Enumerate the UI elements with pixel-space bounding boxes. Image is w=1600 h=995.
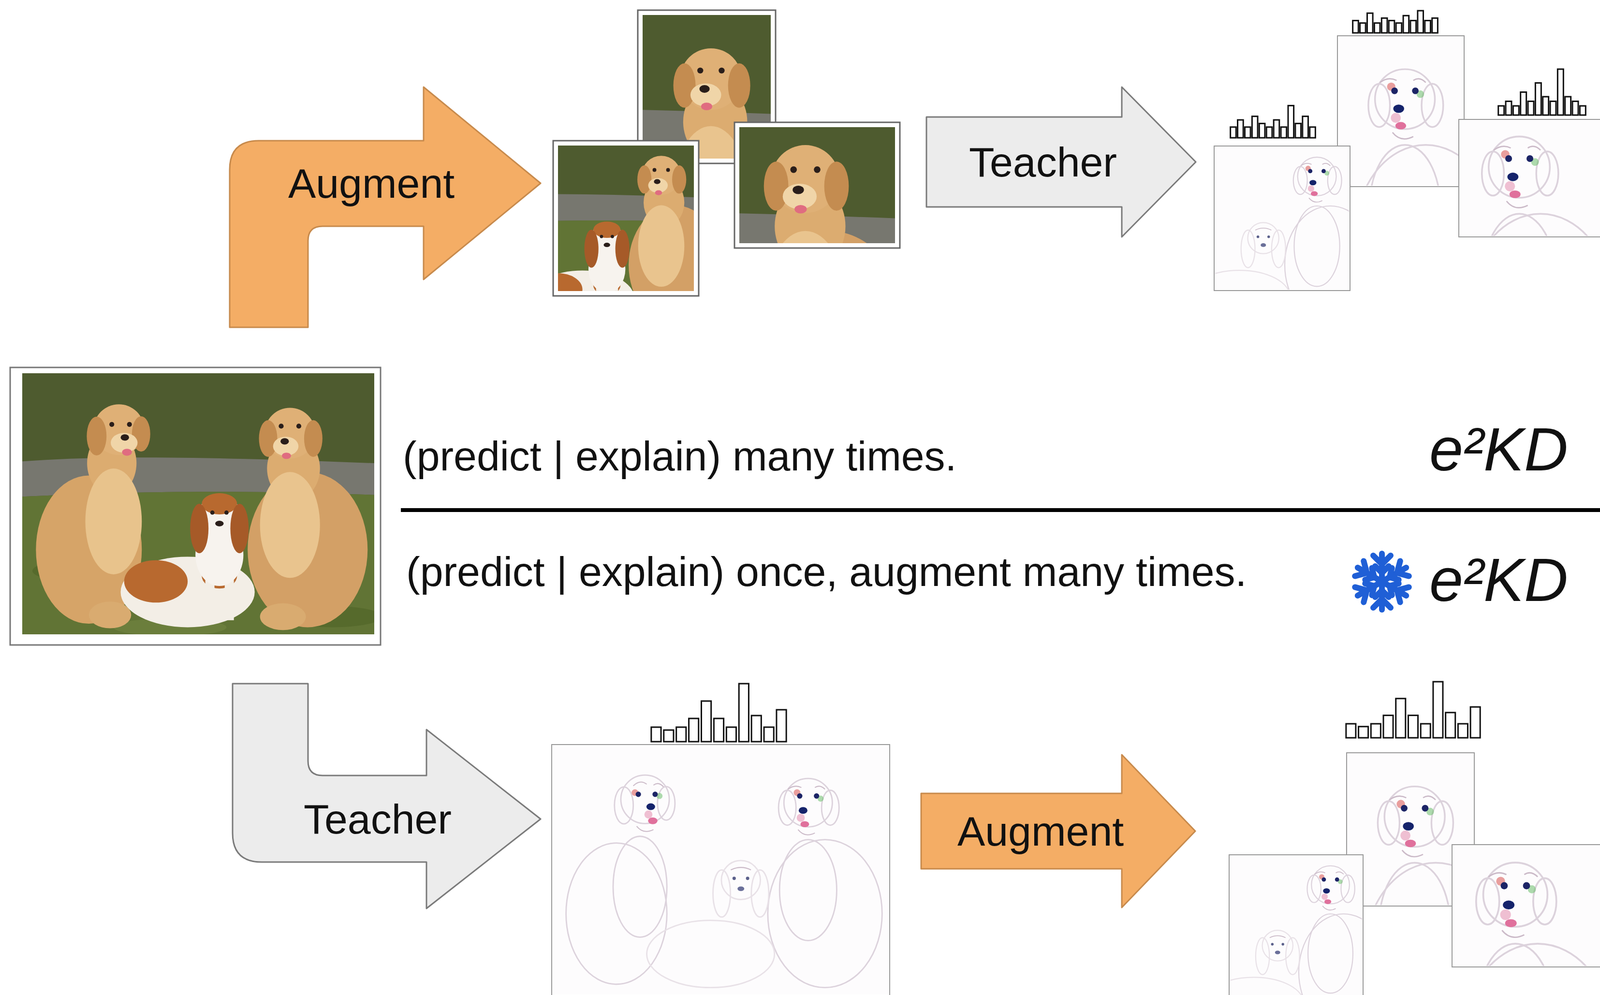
- histogram-bar: [1410, 20, 1417, 34]
- method-name: e²KD: [1429, 545, 1569, 616]
- histogram-bar: [1520, 92, 1527, 116]
- histogram-bar: [1470, 706, 1481, 738]
- histogram-bar: [1288, 105, 1294, 138]
- histogram-bar: [1388, 20, 1395, 34]
- explanation-map: [1196, 94, 1600, 410]
- explanation-map: [551, 744, 890, 995]
- histogram-bar: [1417, 10, 1424, 33]
- histogram-bar: [1370, 723, 1381, 738]
- histogram-bar: [701, 701, 711, 742]
- arrow-outline: [926, 87, 1196, 237]
- histogram-bar: [1535, 83, 1542, 116]
- arrow-label: Augment: [288, 159, 455, 208]
- teacher-arrow: Teacher: [926, 87, 1198, 237]
- explanation-map: [1196, 94, 1600, 410]
- arrow-outline: [232, 683, 541, 909]
- histogram-bar: [1381, 17, 1388, 33]
- method-description: (predict | explain) once, augment many t…: [406, 547, 1247, 596]
- histogram-bar: [1358, 726, 1369, 738]
- histogram-bar: [1579, 105, 1586, 116]
- histogram-bar: [1309, 127, 1316, 138]
- histogram-bar: [1259, 123, 1265, 138]
- explanation-map: [552, 745, 889, 995]
- histogram-bar: [1424, 20, 1431, 34]
- augmented-map: [1129, 839, 1394, 995]
- histogram-bar: [1403, 15, 1410, 33]
- arrow-label: Teacher: [968, 138, 1117, 187]
- histogram-bar: [1302, 116, 1309, 138]
- histogram-bar: [689, 718, 699, 742]
- histogram-bar: [738, 683, 749, 742]
- augmented-map: [1176, 819, 1600, 995]
- teacher-arrow: Teacher: [232, 683, 543, 913]
- original-photo: [21, 373, 382, 637]
- histogram-bar: [751, 715, 762, 742]
- histogram-bar: [651, 727, 661, 742]
- original-photo: [10, 367, 382, 646]
- histogram-bar: [1542, 96, 1549, 116]
- augment-arrow: Augment: [229, 87, 542, 329]
- histogram-bar: [1366, 13, 1373, 33]
- histogram-bar: [1408, 715, 1418, 738]
- arrow-label: Augment: [957, 807, 1124, 856]
- prediction-histogram: [651, 10, 1586, 742]
- histogram-bar: [1251, 116, 1258, 138]
- histogram-bar: [1237, 119, 1244, 138]
- method-description: (predict | explain) many times.: [402, 432, 957, 481]
- histogram-bar: [1557, 69, 1564, 116]
- histogram-bar: [1230, 127, 1237, 138]
- augmented-crop: [446, 98, 928, 451]
- explanation-map: [552, 745, 889, 995]
- arrow-outline: [921, 754, 1196, 908]
- snowflake-icon: [1353, 553, 1411, 610]
- augmented-map: [1176, 819, 1600, 995]
- histogram-bar: [1244, 127, 1251, 138]
- histogram-bar: [763, 727, 774, 742]
- histogram-bar: [1273, 119, 1280, 138]
- arrow-label: Teacher: [303, 795, 452, 844]
- histogram-bar: [1360, 23, 1366, 33]
- histogram-bar: [726, 727, 736, 742]
- histogram-bar: [713, 718, 724, 742]
- method-name: e²KD: [1429, 414, 1569, 485]
- augmented-map: [1129, 839, 1394, 995]
- histogram-bar: [1420, 723, 1431, 738]
- explanation-map: [551, 744, 890, 995]
- histogram-bar: [1512, 105, 1519, 116]
- histogram-bar: [1395, 698, 1406, 738]
- augmented-map: [1176, 819, 1600, 995]
- histogram-bar: [1295, 123, 1302, 138]
- histogram-bar: [1352, 20, 1359, 34]
- augmented-crop: [446, 98, 928, 451]
- histogram-bar: [1572, 101, 1579, 116]
- histogram-bar: [1432, 17, 1439, 33]
- histogram-bar: [676, 727, 687, 742]
- augment-arrow: Augment: [921, 754, 1197, 908]
- augmented-crop: [446, 98, 928, 451]
- histogram-bar: [1457, 723, 1468, 738]
- histogram-bar: [663, 730, 674, 742]
- original-photo: [21, 373, 382, 637]
- arrow-shape: [229, 87, 542, 329]
- histogram-bar: [1433, 681, 1443, 738]
- histogram-bar: [776, 709, 787, 742]
- divider-line: [400, 508, 1600, 513]
- snowflake-icon: [1353, 559, 1387, 589]
- histogram-bar: [1550, 101, 1556, 116]
- histogram-bar: [1374, 23, 1380, 33]
- histogram-bar: [1383, 715, 1394, 738]
- augmented-map: [1129, 839, 1394, 995]
- histogram-bar: [1266, 127, 1273, 138]
- arrow-outline: [229, 87, 541, 328]
- histogram-bar: [1445, 712, 1456, 738]
- histogram-bar: [1280, 127, 1287, 138]
- histogram-bar: [1346, 723, 1356, 738]
- explanation-map: [1196, 94, 1600, 410]
- histogram-bar: [1527, 101, 1534, 116]
- histogram-bar: [1395, 23, 1402, 33]
- histogram-bar: [1505, 101, 1512, 116]
- histogram-bar: [1498, 105, 1505, 116]
- histogram-bar: [1565, 96, 1571, 116]
